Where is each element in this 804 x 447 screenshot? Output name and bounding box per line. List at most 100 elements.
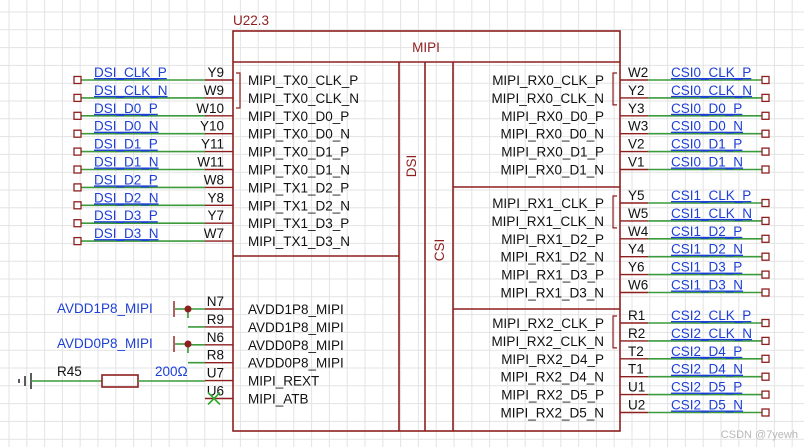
net-label: CSI2_CLK_N bbox=[671, 326, 752, 341]
net-port-icon bbox=[73, 111, 82, 120]
pin-name: MIPI_RX1_CLK_N bbox=[491, 214, 604, 229]
net-label: DSI_D3_N bbox=[94, 226, 159, 241]
pin-name: MIPI_RX1_CLK_P bbox=[492, 196, 604, 211]
pin-name: MIPI_RX2_CLK_P bbox=[492, 316, 604, 331]
diff-pair-marker bbox=[612, 315, 617, 349]
net-port-icon bbox=[761, 111, 770, 120]
pin-number: T1 bbox=[628, 362, 644, 377]
net-label: CSI2_D4_P bbox=[671, 344, 742, 359]
pin-name: MIPI_TX1_D3_N bbox=[248, 234, 350, 249]
net-label: CSI0_D1_P bbox=[671, 137, 742, 152]
pin-name: MIPI_RX0_D1_N bbox=[500, 163, 604, 178]
net-port-icon bbox=[73, 129, 82, 138]
pin-name: MIPI_TX0_CLK_P bbox=[248, 73, 358, 88]
watermark: CSDN @7yewh bbox=[721, 429, 798, 441]
pin-number: W6 bbox=[628, 278, 648, 293]
net-label: CSI1_CLK_P bbox=[671, 188, 751, 203]
pin-name: MIPI_RX0_CLK_P bbox=[492, 73, 604, 88]
net-label: CSI2_D4_N bbox=[671, 362, 743, 377]
rext-resistor[interactable]: R45 200Ω bbox=[18, 364, 205, 389]
net-port-icon bbox=[761, 93, 770, 103]
net-port-icon bbox=[761, 252, 770, 261]
net-label: CSI1_D2_N bbox=[671, 242, 743, 257]
net-port-icon bbox=[761, 372, 770, 381]
pin-name: MIPI_RX1_D3_P bbox=[501, 268, 604, 283]
part-designator: U22.3 bbox=[233, 13, 269, 28]
pin-number: W2 bbox=[628, 65, 648, 80]
net-label: CSI0_CLK_N bbox=[671, 83, 752, 98]
net-label: CSI1_D3_N bbox=[671, 278, 743, 293]
net-port-icon bbox=[73, 165, 82, 174]
power-net-avdd0p8[interactable]: AVDD0P8_MIPI bbox=[57, 336, 192, 353]
pin-number: W8 bbox=[204, 172, 224, 187]
net-port-icon bbox=[761, 147, 770, 156]
pin-name: MIPI_TX0_D1_N bbox=[248, 163, 350, 178]
pin-number: W3 bbox=[628, 119, 648, 134]
power-net-label: AVDD0P8_MIPI bbox=[57, 336, 153, 351]
net-label: DSI_D1_P bbox=[94, 137, 158, 152]
net-label: DSI_D2_N bbox=[94, 190, 159, 205]
pin-name: MIPI_RX0_D0_N bbox=[500, 127, 604, 142]
net-port-icon bbox=[761, 165, 770, 174]
pin-number: Y7 bbox=[207, 208, 224, 223]
resistor-value: 200Ω bbox=[155, 364, 188, 379]
net-port-icon bbox=[761, 270, 770, 279]
pin-number: Y11 bbox=[201, 137, 224, 152]
power-net-avdd1p8[interactable]: AVDD1P8_MIPI bbox=[57, 301, 192, 318]
pin-number: U1 bbox=[628, 380, 645, 395]
pin-number: W5 bbox=[628, 206, 648, 221]
net-port-icon bbox=[73, 236, 82, 246]
net-label: CSI0_D1_N bbox=[671, 155, 743, 170]
diff-pair-marker bbox=[612, 72, 617, 106]
net-label: DSI_D1_N bbox=[94, 155, 159, 170]
pin-name: MIPI_TX1_D2_P bbox=[248, 180, 349, 195]
pin-number: Y9 bbox=[207, 65, 224, 80]
diff-pair-marker bbox=[612, 195, 617, 229]
pin-number: R2 bbox=[628, 326, 645, 341]
pin-name: MIPI_RX2_D4_P bbox=[501, 352, 604, 367]
component-body[interactable] bbox=[232, 30, 621, 432]
pin-name: AVDD1P8_MIPI bbox=[248, 302, 344, 317]
power-net-label: AVDD1P8_MIPI bbox=[57, 301, 153, 316]
net-label: DSI_CLK_P bbox=[94, 65, 167, 80]
pin-number: R9 bbox=[207, 312, 224, 327]
pin-name: MIPI_RX2_D5_P bbox=[501, 388, 604, 403]
net-port-icon bbox=[761, 336, 770, 346]
